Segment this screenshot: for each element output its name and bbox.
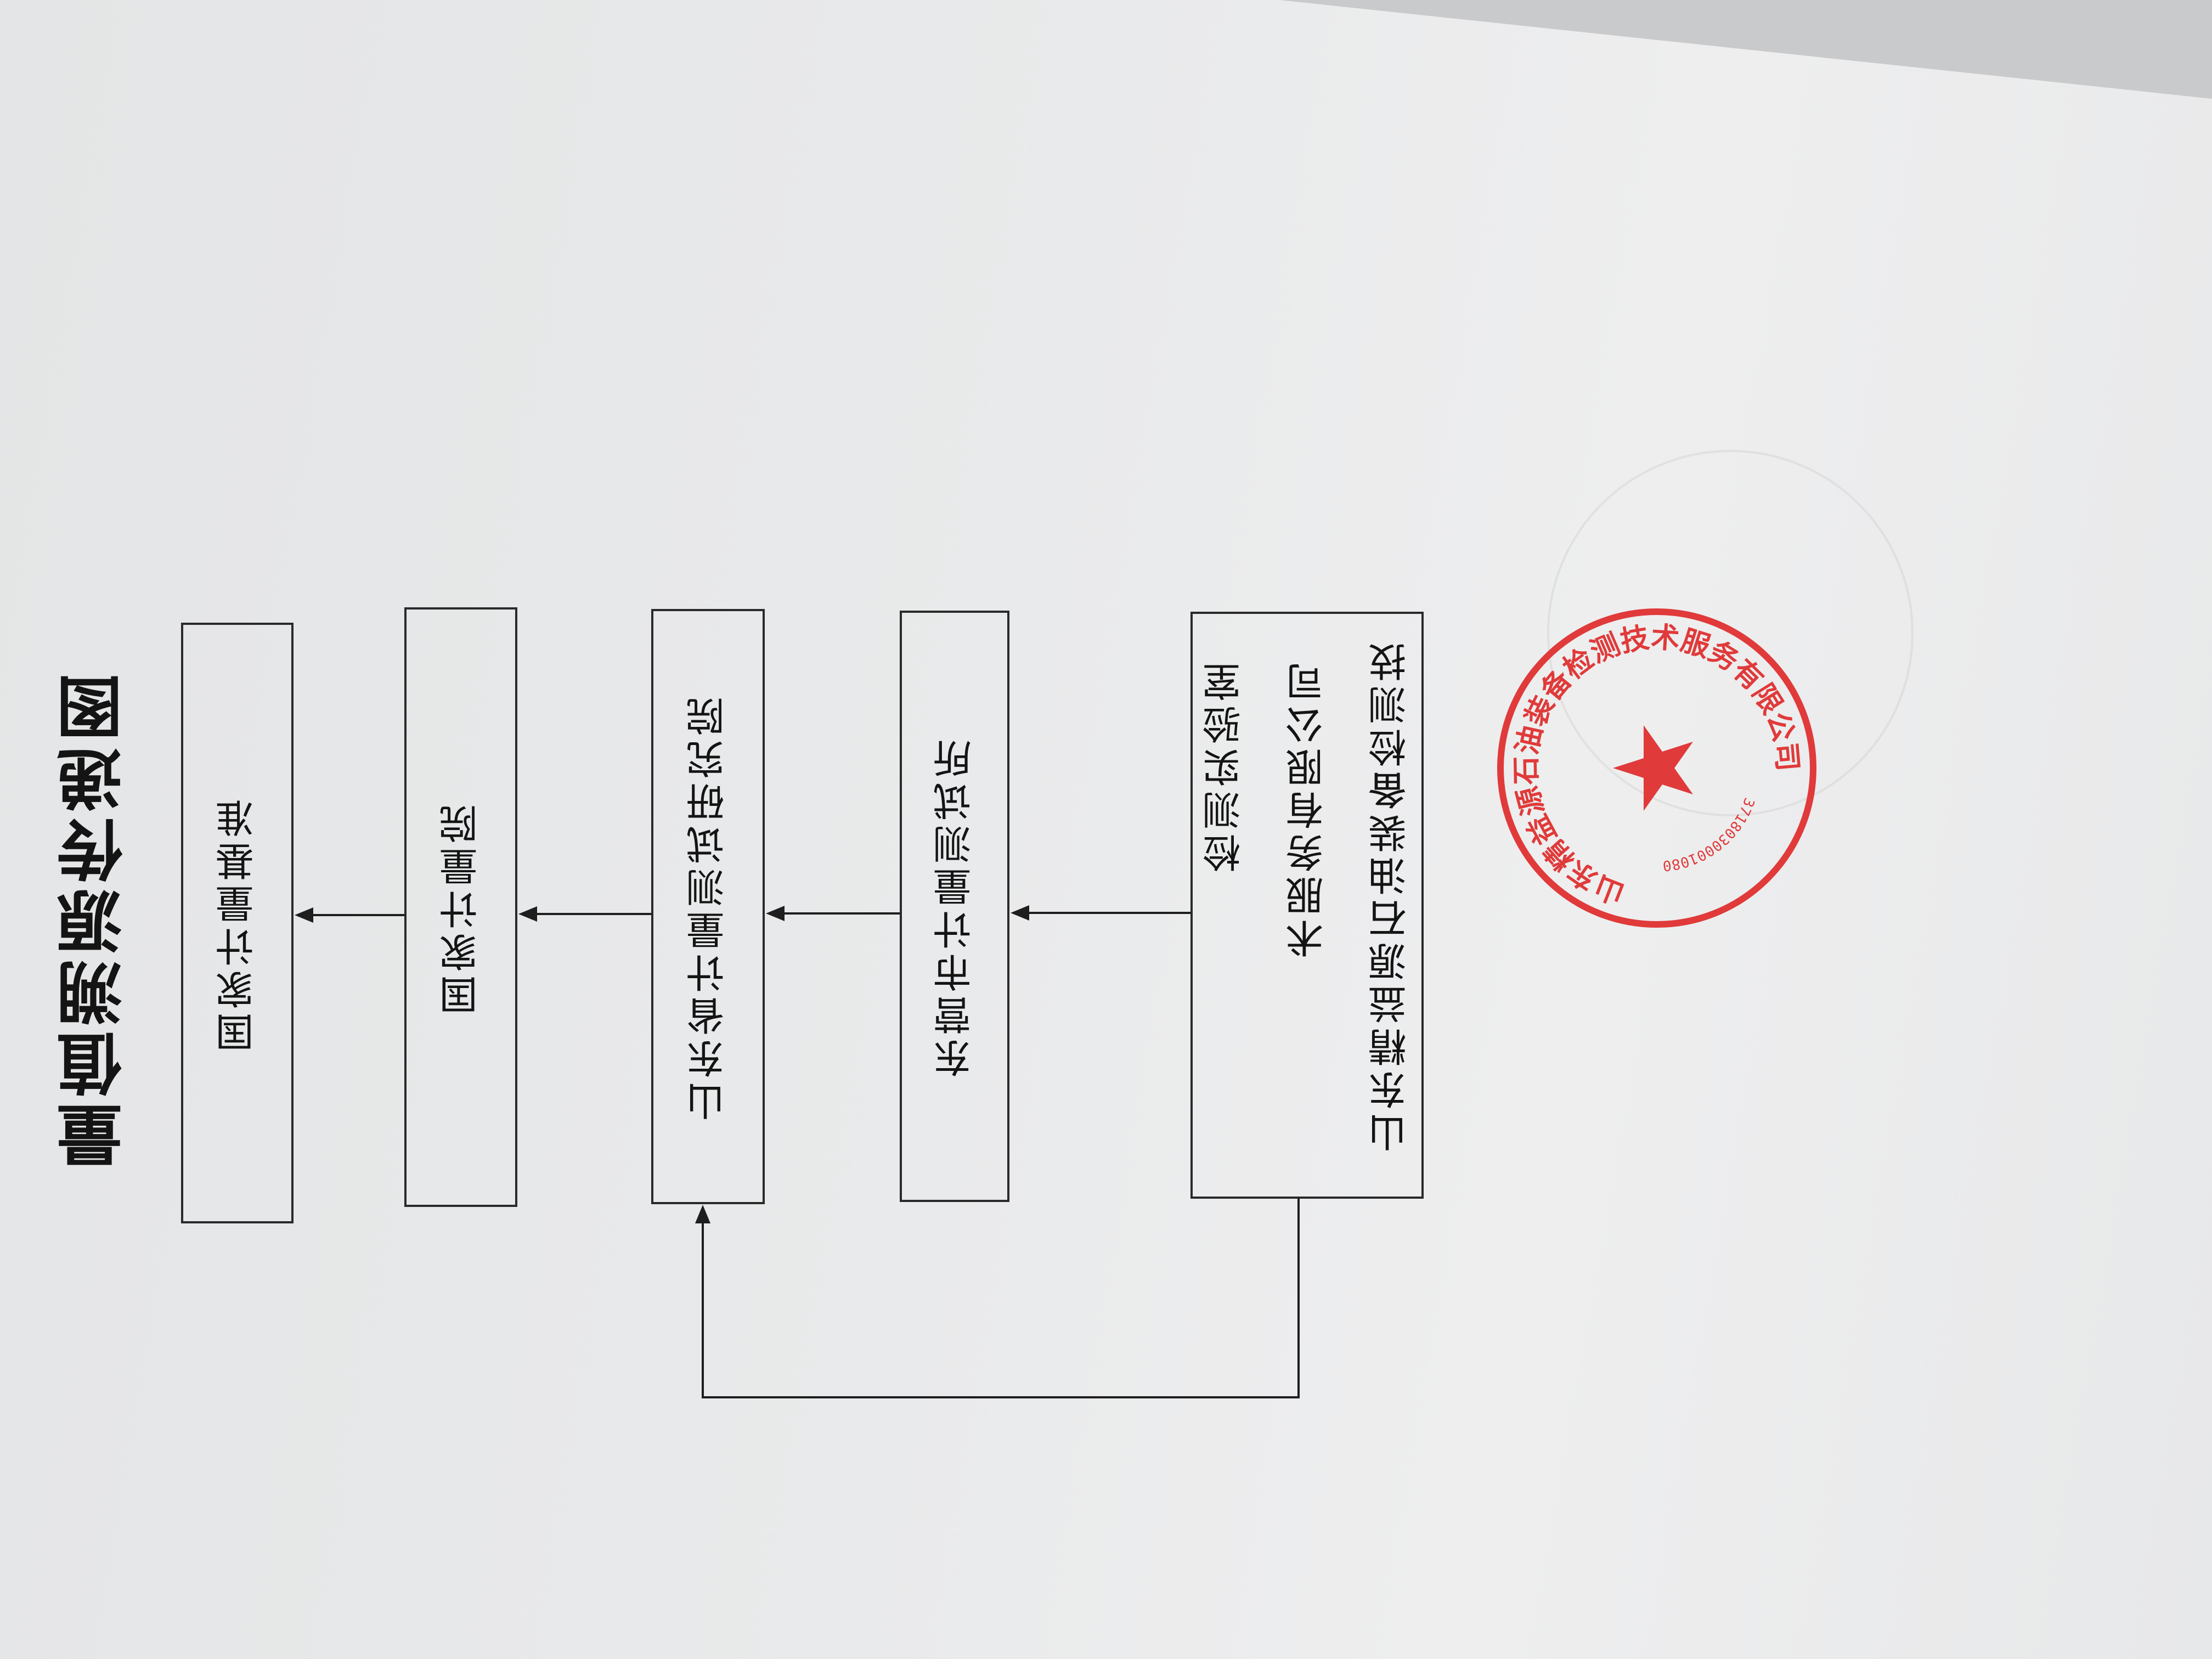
node-label-line-1: 山东精益源石油装备检测技 (1368, 639, 1413, 1152)
seal-star-icon (1613, 725, 1693, 811)
node-city-institute: 东营市计量测试所 (900, 611, 1009, 1202)
arrowhead-to-node-2 (518, 906, 537, 922)
arrowhead-to-node-3-bypass (695, 1205, 710, 1223)
connector-3-to-2 (534, 913, 651, 915)
diagram-title: 量值溯源传递图 (58, 669, 134, 1169)
bypass-connector-horizontal (702, 1396, 1300, 1398)
node-label: 国家计量院 (438, 800, 484, 1014)
arrowhead-to-node-3 (766, 906, 785, 921)
bypass-connector-vertical-right (1297, 1199, 1300, 1396)
node-label-line-3: 检测实验室 (1202, 658, 1247, 872)
seal-code-text: 3718030001080 (1662, 795, 1757, 874)
connector-4-to-3 (781, 912, 900, 915)
bypass-connector-vertical-left (702, 1222, 704, 1398)
faint-stamp-shadow (1547, 450, 1914, 816)
company-seal: 山东精益源石油装备检测技术服务有限公司 3718030001080 (1497, 608, 1816, 928)
node-label: 国家计量基准 (215, 794, 260, 1052)
node-provincial-institute: 山东省计量测试研究院 (651, 609, 765, 1204)
node-label: 东营市计量测试所 (932, 735, 978, 1077)
seal-outer-ring (1497, 608, 1816, 928)
node-label: 山东省计量测试研究院 (686, 692, 731, 1121)
connector-2-to-1 (310, 914, 404, 916)
background-corner (1279, 0, 2212, 99)
connector-5-to-4 (1026, 912, 1190, 914)
node-label-line-2: 术服务有限公司 (1285, 658, 1330, 958)
node-company-lab: 山东精益源石油装备检测技 术服务有限公司 检测实验室 (1190, 612, 1424, 1199)
arrowhead-to-node-4 (1011, 905, 1029, 921)
node-national-institute: 国家计量院 (404, 607, 517, 1207)
node-national-standard: 国家计量基准 (181, 623, 294, 1223)
arrowhead-to-node-1 (295, 907, 313, 923)
